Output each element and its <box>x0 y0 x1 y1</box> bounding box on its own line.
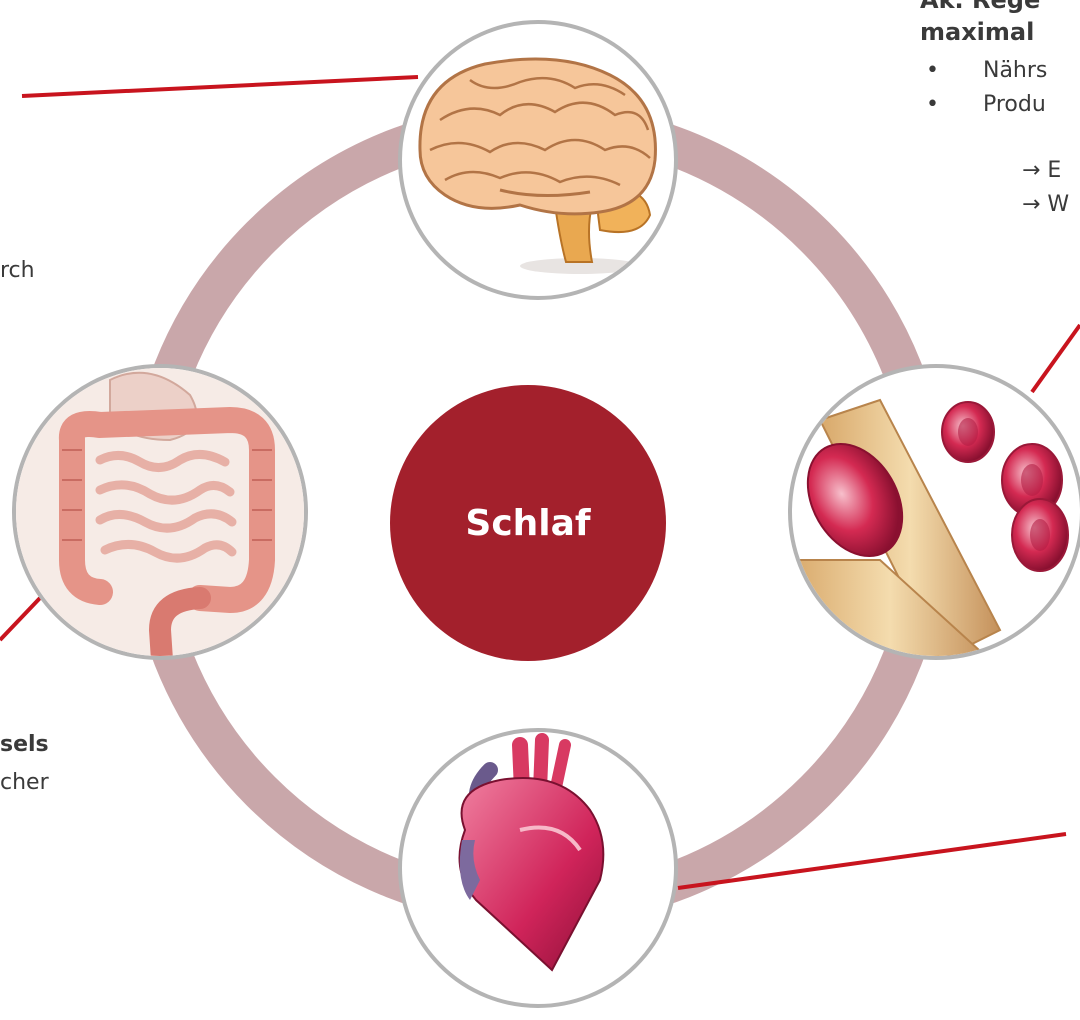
connector-line-top-left <box>22 77 418 96</box>
right-heading-line2: maximal <box>920 18 1034 46</box>
center-label: Schlaf <box>390 378 666 668</box>
right-bullet-1-text: Nährs <box>983 58 1047 83</box>
connector-line-left <box>0 598 40 640</box>
connector-line-right <box>1032 325 1080 392</box>
blood-node <box>789 366 1080 680</box>
right-bullet-2-text: Produ <box>983 92 1046 117</box>
right-bullet-2: •Produ <box>926 92 1046 117</box>
left-text-line1: rch <box>0 258 35 283</box>
intestine-icon <box>14 366 314 666</box>
right-heading-line1: Ak. Rege <box>920 0 1040 14</box>
right-arrow-1: → E <box>1022 158 1061 183</box>
brain-node <box>400 22 676 298</box>
left-text-line2: sels <box>0 732 49 757</box>
right-arrow-2: → W <box>1022 192 1069 217</box>
intestine-node <box>14 366 314 666</box>
heart-node <box>400 730 676 1006</box>
right-bullet-1: •Nährs <box>926 58 1047 83</box>
left-text-line3: cher <box>0 770 49 795</box>
